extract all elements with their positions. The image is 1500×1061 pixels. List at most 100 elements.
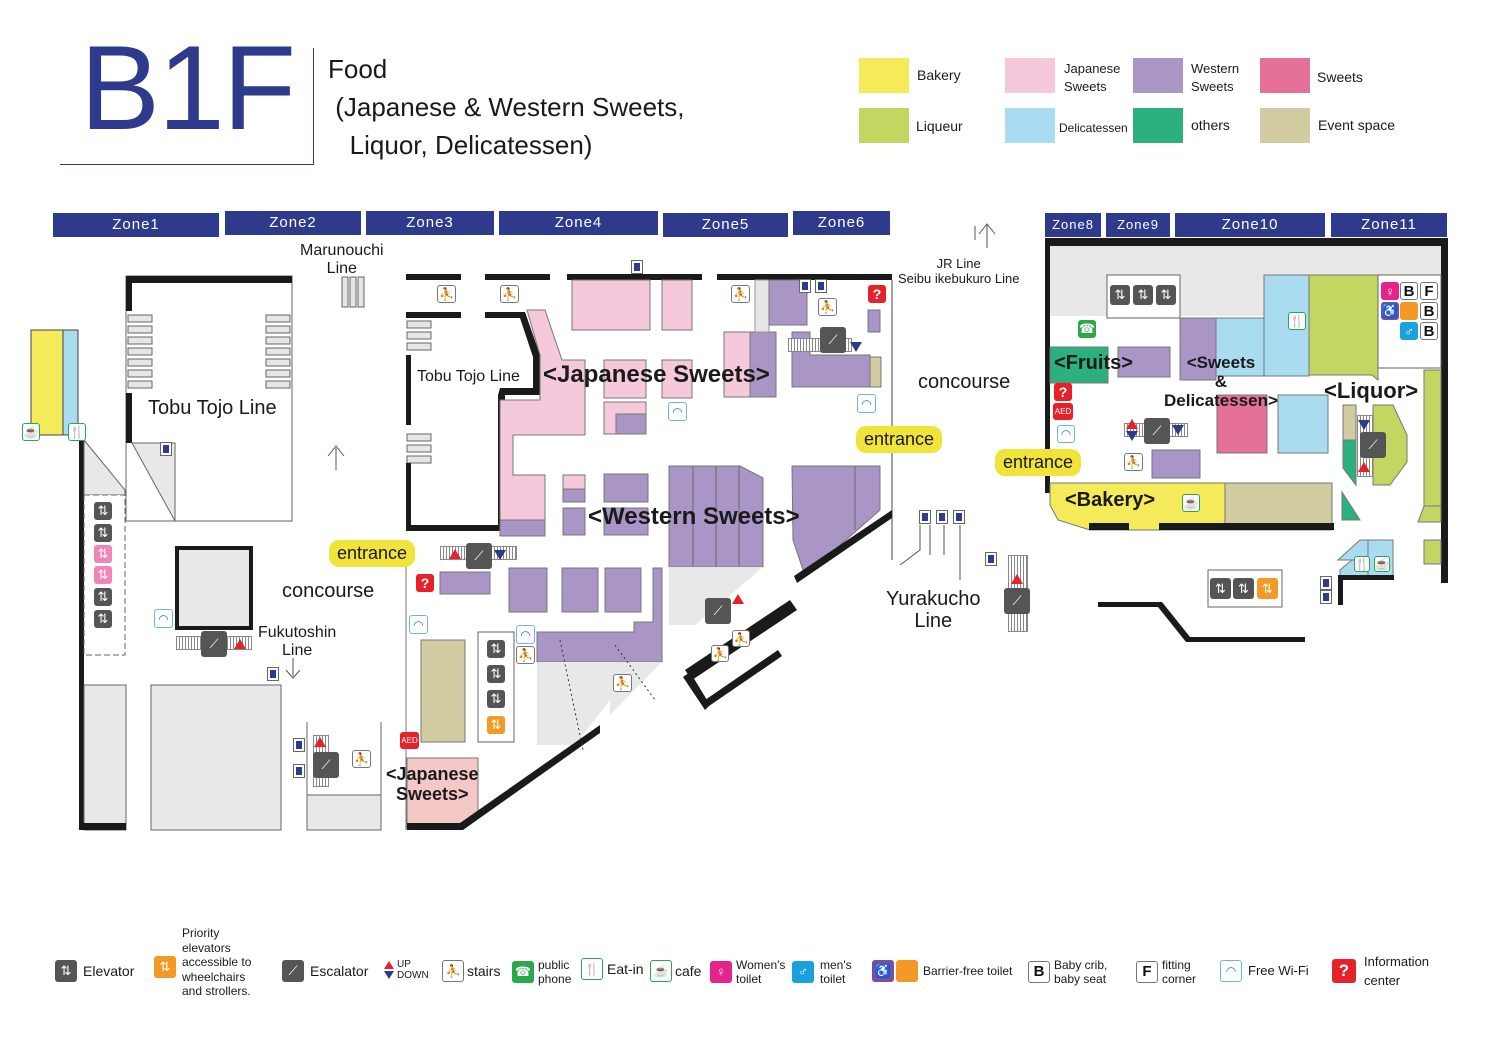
- zone-3[interactable]: Zone3: [366, 211, 494, 235]
- elevator-icon[interactable]: ⇅: [487, 640, 505, 658]
- exit-icon[interactable]: [936, 510, 948, 524]
- shop-japanese-sweets[interactable]: [661, 359, 693, 399]
- shop-western-sweets[interactable]: [562, 488, 586, 503]
- public-phone-icon[interactable]: ☎: [1078, 320, 1096, 338]
- barrier-free-toilet-icon[interactable]: [1400, 302, 1418, 320]
- zone-9[interactable]: Zone9: [1106, 213, 1170, 237]
- shop-delicatessen[interactable]: [1277, 394, 1329, 454]
- shop-western-sweets[interactable]: [439, 571, 491, 595]
- shop-sweets[interactable]: [1216, 394, 1268, 454]
- escalator-icon[interactable]: ⟋: [1004, 588, 1030, 614]
- womens-toilet-icon[interactable]: ♀: [1381, 282, 1399, 300]
- elevator-icon[interactable]: ⇅: [94, 524, 112, 542]
- escalator-icon[interactable]: ⟋: [1144, 418, 1170, 444]
- elevator-icon[interactable]: ⇅: [1133, 285, 1153, 305]
- shop-japanese-sweets[interactable]: [723, 331, 751, 398]
- shop-liquor[interactable]: [1423, 369, 1442, 507]
- shop-western-sweets[interactable]: [867, 309, 881, 333]
- shop-others[interactable]: [1341, 490, 1361, 521]
- entrance-east-central[interactable]: entrance: [856, 426, 943, 453]
- shop-japanese-sweets[interactable]: [603, 359, 647, 399]
- mens-toilet-icon[interactable]: ♂: [1400, 322, 1418, 340]
- event-space[interactable]: [1224, 482, 1333, 531]
- elevator-icon[interactable]: ⇅: [94, 566, 112, 584]
- escalator-icon[interactable]: ⟋: [1360, 432, 1386, 458]
- barrier-free-toilet-icon[interactable]: ♿: [1381, 302, 1399, 320]
- baby-crib-icon[interactable]: B: [1420, 322, 1438, 340]
- escalator-icon[interactable]: ⟋: [820, 327, 846, 353]
- escalator-icon[interactable]: ⟋: [201, 631, 227, 657]
- zone-6[interactable]: Zone6: [793, 211, 890, 235]
- elevator-icon[interactable]: ⇅: [1110, 285, 1130, 305]
- shop-liquor[interactable]: [1417, 505, 1442, 523]
- escalator-icon[interactable]: ⟋: [313, 752, 339, 778]
- exit-icon[interactable]: [919, 510, 931, 524]
- information-center-icon[interactable]: ?: [868, 285, 886, 303]
- shop-japanese-sweets[interactable]: [661, 279, 693, 331]
- shop-western-sweets[interactable]: [603, 473, 649, 503]
- event-space[interactable]: [420, 639, 466, 743]
- shop-liquor[interactable]: [1372, 404, 1408, 486]
- shop-western-sweets[interactable]: [508, 567, 548, 613]
- exit-icon[interactable]: [293, 764, 305, 778]
- shop-western-sweets[interactable]: [562, 507, 586, 536]
- zone-2[interactable]: Zone2: [225, 211, 361, 235]
- exit-icon[interactable]: [985, 552, 997, 566]
- elevator-icon[interactable]: ⇅: [1210, 578, 1231, 599]
- elevator-icon[interactable]: ⇅: [94, 545, 112, 563]
- escalator-icon[interactable]: ⟋: [466, 543, 492, 569]
- entrance-west[interactable]: entrance: [329, 540, 416, 567]
- exit-icon[interactable]: [1320, 576, 1332, 590]
- information-center-icon[interactable]: ?: [1054, 383, 1072, 401]
- zone-4[interactable]: Zone4: [499, 211, 658, 235]
- exit-icon[interactable]: [799, 279, 811, 293]
- baby-crib-icon[interactable]: B: [1400, 282, 1418, 300]
- zone-5[interactable]: Zone5: [663, 213, 788, 237]
- shop-japanese-sweets[interactable]: [499, 309, 586, 521]
- shop-deli-west[interactable]: [62, 329, 79, 436]
- priority-elevator-icon[interactable]: ⇅: [487, 716, 505, 734]
- elevator-icon[interactable]: ⇅: [1233, 578, 1254, 599]
- event-space[interactable]: [869, 356, 882, 388]
- elevator-icon[interactable]: ⇅: [94, 610, 112, 628]
- exit-icon[interactable]: [631, 260, 643, 274]
- shop-japanese-sweets[interactable]: [562, 474, 586, 490]
- shop-western-sweets[interactable]: [536, 567, 663, 663]
- zone-8[interactable]: Zone8: [1045, 213, 1101, 237]
- exit-icon[interactable]: [1320, 590, 1332, 604]
- shop-bakery-west[interactable]: [30, 329, 64, 436]
- zone-1[interactable]: Zone1: [53, 213, 219, 237]
- shop-liquor[interactable]: [1308, 274, 1379, 382]
- elevator-icon[interactable]: ⇅: [94, 502, 112, 520]
- elevator-icon[interactable]: ⇅: [487, 665, 505, 683]
- exit-icon[interactable]: [293, 738, 305, 752]
- shop-fruits[interactable]: [1049, 346, 1109, 384]
- escalator-icon[interactable]: ⟋: [705, 598, 731, 624]
- shop-western-sweets[interactable]: [561, 567, 599, 613]
- shop-western-sweets[interactable]: [791, 331, 871, 388]
- shop-japanese-sweets[interactable]: [571, 279, 651, 331]
- shop-western-sweets[interactable]: [791, 465, 881, 577]
- shop-delicatessen[interactable]: [1215, 317, 1265, 377]
- entrance-east-building[interactable]: entrance: [995, 449, 1082, 476]
- information-center-icon[interactable]: ?: [416, 574, 434, 592]
- exit-icon[interactable]: [160, 442, 172, 456]
- shop-western-sweets[interactable]: [499, 519, 546, 537]
- shop-western-sweets[interactable]: [1151, 449, 1201, 479]
- zone-10[interactable]: Zone10: [1175, 213, 1325, 237]
- shop-liquor[interactable]: [1423, 539, 1442, 565]
- shop-western-sweets[interactable]: [604, 567, 642, 613]
- elevator-icon[interactable]: ⇅: [94, 588, 112, 606]
- elevator-icon[interactable]: ⇅: [487, 690, 505, 708]
- elevator-icon[interactable]: ⇅: [1156, 285, 1176, 305]
- priority-elevator-icon[interactable]: ⇅: [1257, 578, 1278, 599]
- shop-others[interactable]: [1342, 439, 1357, 487]
- baby-crib-icon[interactable]: B: [1420, 302, 1438, 320]
- shop-western-sweets[interactable]: [1117, 346, 1171, 378]
- fitting-corner-icon[interactable]: F: [1420, 282, 1438, 300]
- exit-icon[interactable]: [953, 510, 965, 524]
- aed-icon[interactable]: AED: [1053, 403, 1073, 420]
- exit-icon[interactable]: [267, 667, 279, 681]
- shop-western-sweets[interactable]: [1179, 317, 1217, 381]
- exit-icon[interactable]: [815, 279, 827, 293]
